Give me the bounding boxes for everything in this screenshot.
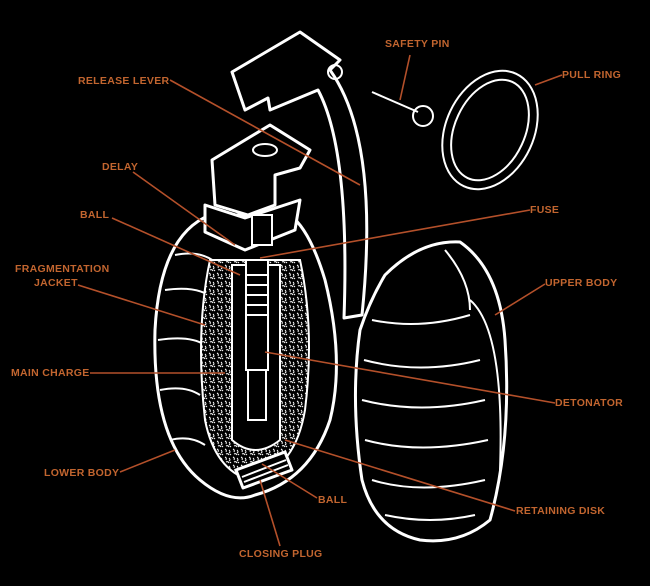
label-jacket: JACKET	[34, 277, 78, 289]
label-detonator: DETONATOR	[555, 397, 623, 409]
label-closing-plug: CLOSING PLUG	[239, 548, 323, 560]
label-lower-body: LOWER BODY	[44, 467, 119, 479]
upper-lower-body-drawing	[353, 240, 509, 543]
label-safety-pin: SAFETY PIN	[385, 38, 450, 50]
safety-pin-drawing	[371, 91, 434, 127]
label-pull-ring: PULL RING	[562, 69, 621, 81]
label-delay: DELAY	[102, 161, 138, 173]
cutaway-body-drawing	[153, 213, 338, 500]
release-lever-drawing	[230, 30, 369, 320]
label-ball-bottom: BALL	[318, 494, 347, 506]
leader-lines	[77, 54, 563, 547]
label-retaining-disk: RETAINING DISK	[516, 505, 605, 517]
label-fragmentation: FRAGMENTATION	[15, 263, 110, 275]
label-upper-body: UPPER BODY	[545, 277, 617, 289]
pull-ring-drawing	[441, 69, 539, 191]
label-fuse: FUSE	[530, 204, 559, 216]
label-ball-top: BALL	[80, 209, 109, 221]
label-release-lever: RELEASE LEVER	[78, 75, 170, 87]
fuse-head-drawing	[203, 123, 312, 252]
label-main-charge: MAIN CHARGE	[11, 367, 90, 379]
